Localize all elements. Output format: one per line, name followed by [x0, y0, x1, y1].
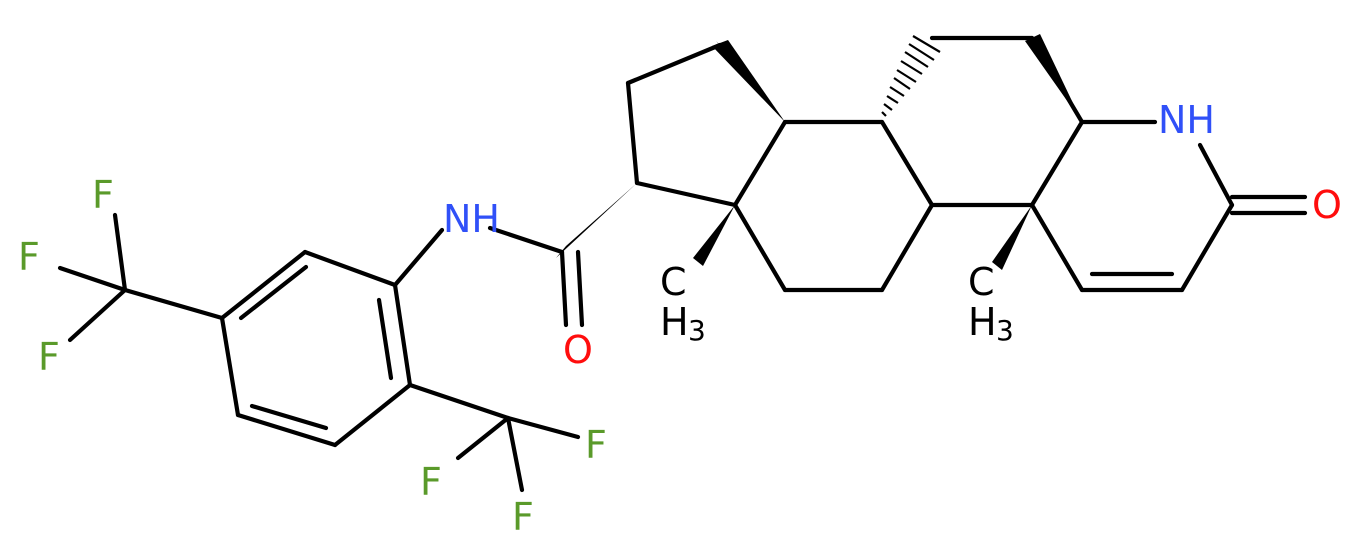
amide-linker	[392, 183, 637, 328]
methyl-13-subscript: 3	[688, 314, 706, 347]
cf3-group-upper	[57, 212, 225, 343]
methyl-10-h-label: H	[968, 300, 997, 344]
ring-a	[1029, 119, 1308, 293]
ring-d	[625, 40, 788, 208]
methyl-10-subscript: 3	[996, 314, 1014, 347]
ring-b	[881, 34, 1085, 270]
fluorine-label-1: F	[92, 173, 114, 217]
hashed-wedge	[881, 35, 941, 117]
methyl-13-h-label: H	[660, 300, 689, 344]
atom-labels: F F F F F F NH O NH O C H 3 C H 3	[18, 98, 1342, 539]
aryl-ring	[219, 249, 413, 448]
lactam-oxygen-label: O	[1312, 183, 1342, 227]
cf3-group-lower	[407, 382, 581, 493]
fluorine-label-6: F	[512, 495, 534, 539]
methyl-10-c-label: C	[968, 260, 995, 304]
fluorine-label-3: F	[38, 335, 60, 379]
ring-c	[693, 119, 935, 293]
lactam-nh-label: NH	[1158, 98, 1215, 142]
fluorine-label-4: F	[585, 423, 607, 467]
methyl-13-c-label: C	[660, 260, 687, 304]
amide-nh-label: NH	[443, 197, 500, 241]
amide-oxygen-label: O	[563, 328, 593, 372]
fluorine-label-5: F	[420, 460, 442, 504]
fluorine-label-2: F	[18, 235, 40, 279]
